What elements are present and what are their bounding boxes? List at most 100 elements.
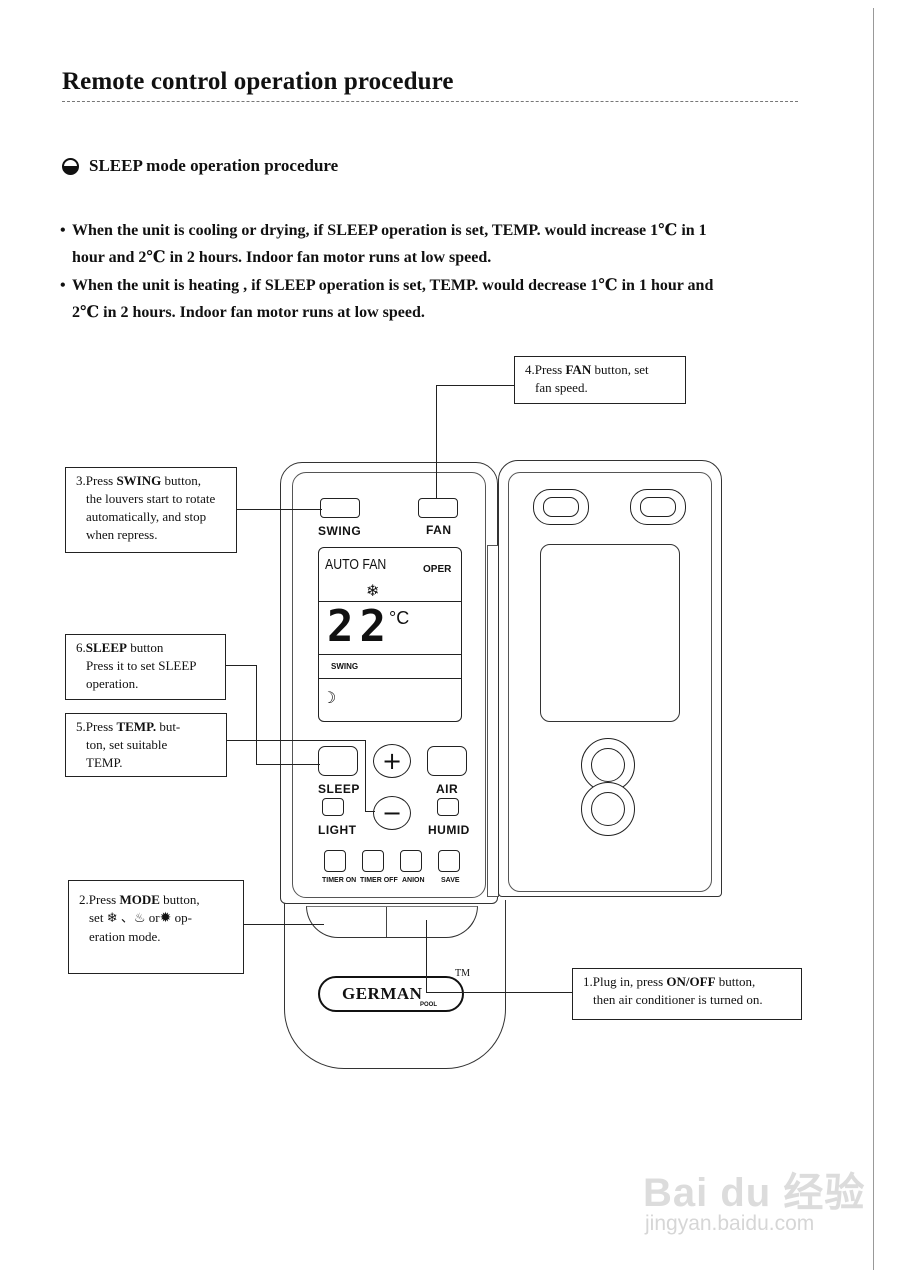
bullet-heating-line1: When the unit is heating , if SLEEP oper…	[72, 277, 714, 294]
air-button[interactable]	[427, 746, 467, 776]
brand-logo-text: GERMAN	[342, 984, 423, 1003]
lcd-temperature: 22	[327, 601, 392, 652]
callout-sleep-key: SLEEP	[85, 640, 127, 655]
lcd-unit: °C	[389, 608, 410, 628]
timer-off-label: TIMER OFF	[360, 877, 398, 884]
trademark-mark: TM	[455, 968, 470, 979]
flap-clip-right	[630, 489, 686, 525]
callout-temp-post: but-	[156, 719, 181, 734]
remote-flap-window	[540, 544, 680, 722]
callout-swing-line3: automatically, and stop	[86, 509, 207, 524]
callout-mode-line3: eration mode.	[89, 929, 161, 944]
lcd-sleep-moon-icon: ☽	[322, 688, 337, 707]
callout-fan-post: button, set	[591, 362, 649, 377]
callout-sleep-pre: 6.	[76, 640, 86, 655]
air-button-label: AIR	[436, 782, 459, 796]
callout-mode-key: MODE	[119, 892, 160, 907]
temp-leader-h2	[365, 811, 375, 813]
callout-mode: 2.Press MODE button, set ❄ 、♨ or✹ op- er…	[68, 880, 244, 974]
save-button[interactable]	[438, 850, 460, 872]
sleep-leader-h2	[256, 764, 320, 766]
remote-flap-inner	[508, 472, 712, 892]
bullet-cooling: •When the unit is cooling or drying, if …	[60, 217, 820, 271]
bullet-heating-line2: 2℃ in 2 hours. Indoor fan motor runs at …	[72, 304, 425, 321]
sleep-button[interactable]	[318, 746, 358, 776]
fan-leader-h	[436, 385, 514, 387]
callout-temp-line2: ton, set suitable	[86, 737, 168, 752]
temp-down-button[interactable]: −	[373, 796, 411, 830]
callout-mode-sep: 、	[117, 910, 134, 925]
remote-bottom-divider	[386, 907, 387, 937]
callout-temp: 5.Press TEMP. but- ton, set suitable TEM…	[65, 713, 227, 777]
remote-bottom-curve	[306, 906, 478, 938]
page-edge-rule	[873, 8, 874, 1270]
callout-temp-line3: TEMP.	[86, 755, 123, 770]
callout-mode-op: op-	[171, 910, 192, 925]
light-button-label: LIGHT	[318, 823, 357, 837]
callout-sleep-line3: operation.	[86, 676, 139, 691]
lcd-divider-3	[319, 678, 461, 679]
callout-fan-key: FAN	[565, 362, 592, 377]
temp-up-button[interactable]: +	[373, 744, 411, 778]
mode-leader	[244, 924, 324, 926]
callout-sleep-post: button	[126, 640, 164, 655]
callout-mode-or: or	[145, 910, 160, 925]
callout-onoff: 1.Plug in, press ON/OFF button, then air…	[572, 968, 802, 1020]
sleep-leader-v	[256, 665, 258, 765]
sleep-leader-h1	[225, 665, 257, 667]
onoff-leader-h	[426, 992, 572, 994]
callout-mode-set: set	[89, 910, 107, 925]
watermark-url: jingyan.baidu.com	[645, 1212, 815, 1235]
lcd-auto-fan: AUTO FAN	[325, 556, 387, 573]
fan-button[interactable]	[418, 498, 458, 518]
lcd-divider-1	[319, 601, 461, 602]
callout-swing-post: button,	[161, 473, 201, 488]
swing-button[interactable]	[320, 498, 360, 518]
page-title: Remote control operation procedure	[62, 68, 454, 95]
callout-fan-pre: 4.Press	[525, 362, 566, 377]
lcd-display: AUTO FAN OPER ❄ 22 °C SWING ☽	[318, 547, 462, 722]
cool-mode-icon: ❄	[106, 911, 118, 926]
section-heading-text: SLEEP mode operation procedure	[89, 156, 339, 175]
anion-button[interactable]	[400, 850, 422, 872]
callout-sleep-line2: Press it to set SLEEP	[86, 658, 197, 673]
brand-logo: GERMAN POOL	[318, 976, 464, 1012]
flap-screw-top-inner	[591, 748, 625, 782]
callout-mode-pre: 2.Press	[79, 892, 120, 907]
flap-screw-bottom-inner	[591, 792, 625, 826]
callout-swing-key: SWING	[116, 473, 162, 488]
callout-onoff-pre: 1.Plug in, press	[583, 974, 667, 989]
section-bullet-icon	[62, 157, 79, 175]
callout-temp-pre: 5.Press	[76, 719, 117, 734]
timer-off-button[interactable]	[362, 850, 384, 872]
callout-swing-line4: when repress.	[86, 527, 158, 542]
watermark-logo: Bai du 经验	[643, 1171, 866, 1215]
timer-on-label: TIMER ON	[322, 877, 357, 884]
callout-onoff-post: button,	[715, 974, 756, 989]
lcd-divider-2	[319, 654, 461, 655]
swing-leader	[236, 509, 322, 511]
callout-fan-line2: fan speed.	[535, 380, 588, 395]
temp-leader-v	[365, 740, 367, 812]
save-label: SAVE	[441, 877, 460, 884]
bullet-cooling-line2: hour and 2℃ in 2 hours. Indoor fan motor…	[72, 249, 492, 266]
callout-swing: 3.Press SWING button, the louvers start …	[65, 467, 237, 553]
humid-button[interactable]	[437, 798, 459, 816]
flap-clip-left-inner	[543, 497, 579, 517]
temp-leader-h1	[226, 740, 366, 742]
callout-temp-key: TEMP.	[116, 719, 157, 734]
title-rule	[62, 101, 798, 102]
callout-sleep: 6.SLEEP button Press it to set SLEEP ope…	[65, 634, 226, 700]
callout-swing-line2: the louvers start to rotate	[86, 491, 216, 506]
timer-on-button[interactable]	[324, 850, 346, 872]
lcd-swing: SWING	[331, 662, 359, 671]
callout-onoff-key: ON/OFF	[666, 974, 716, 989]
fan-leader-v	[436, 385, 438, 499]
heat-mode-icon: ✹	[159, 910, 172, 926]
light-button[interactable]	[322, 798, 344, 816]
sleep-button-label: SLEEP	[318, 782, 360, 796]
callout-mode-post: button,	[159, 892, 200, 907]
bullet-cooling-line1: When the unit is cooling or drying, if S…	[72, 222, 707, 239]
fan-button-label: FAN	[426, 523, 452, 537]
onoff-leader-v	[426, 920, 428, 993]
